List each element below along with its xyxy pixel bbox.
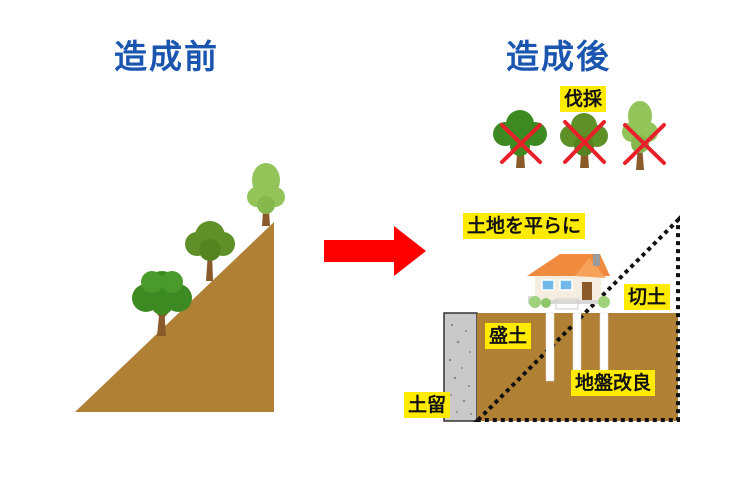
felled-tree-icon xyxy=(560,113,608,168)
before-title: 造成前 xyxy=(114,37,219,76)
fill-label: 盛土 xyxy=(485,323,532,349)
felled-tree-icon xyxy=(493,110,547,168)
felling-label: 伐採 xyxy=(560,86,607,112)
after-title: 造成後 xyxy=(506,37,611,76)
house-icon xyxy=(527,254,610,310)
cut-label: 切土 xyxy=(624,284,671,310)
retaining-wall-label: 土留 xyxy=(404,392,451,418)
felled-tree-icon xyxy=(622,101,666,170)
arrow-right-icon xyxy=(324,226,426,276)
tree-icon xyxy=(247,163,285,226)
concrete-texture xyxy=(448,323,472,415)
slope-ground xyxy=(75,222,274,412)
tree-icon xyxy=(185,221,235,281)
leveling-label: 土地を平らに xyxy=(463,213,586,239)
soil-improvement-label: 地盤改良 xyxy=(571,370,656,396)
tree-icon xyxy=(132,271,192,336)
